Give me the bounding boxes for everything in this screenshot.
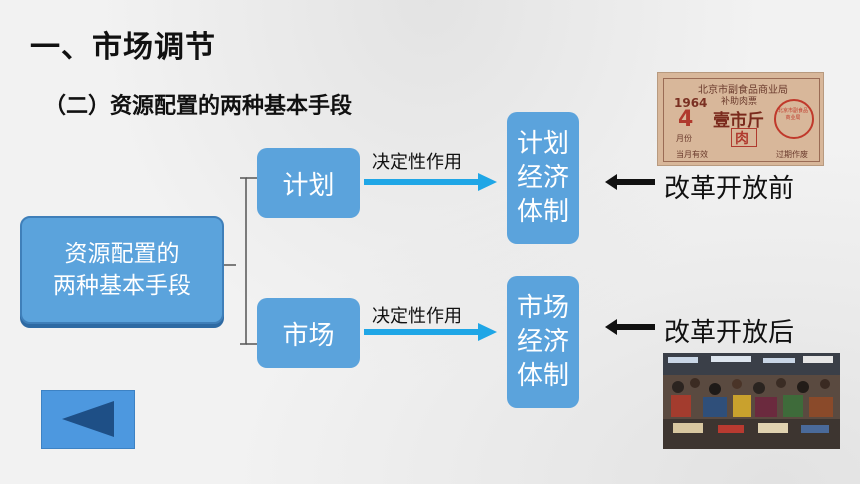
ticket-name: 补助肉票 — [721, 97, 758, 107]
node-planned-economy-label: 计划 经济 体制 — [516, 129, 569, 227]
ticket-issuer: 北京市副食品商业局 — [698, 85, 788, 96]
ticket-footer-left: 当月有效 — [676, 150, 708, 159]
ticket-month-unit: 月份 — [676, 134, 692, 143]
node-market-economy: 市场 经济 体制 — [507, 276, 579, 408]
node-plan-label: 计划 — [282, 170, 335, 201]
ticket-footer-right: 过期作废 — [776, 150, 808, 159]
root-node-label: 资源配置的 两种基本手段 — [53, 241, 191, 299]
arrow-left-top — [605, 174, 655, 190]
arrow-label-bottom: 决定性作用 — [372, 306, 462, 327]
market-photo-art — [663, 353, 840, 449]
arrow-left-bottom — [605, 319, 655, 335]
ticket-item: 肉 — [735, 131, 749, 147]
ticket-item-box — [731, 128, 757, 147]
node-market-label: 市场 — [282, 320, 335, 351]
bracket-line — [221, 177, 247, 345]
triangle-left-icon — [62, 401, 114, 437]
arrow-top — [364, 173, 497, 191]
ticket-year: 1964 — [674, 96, 708, 110]
previous-slide-button[interactable] — [41, 390, 135, 449]
section-subtitle: （二）资源配置的两种基本手段 — [44, 94, 353, 119]
period-before-reform: 改革开放前 — [664, 174, 795, 204]
page-title: 一、市场调节 — [30, 30, 216, 65]
root-node: 资源配置的 两种基本手段 — [20, 216, 224, 324]
arrow-label-top: 决定性作用 — [372, 152, 462, 173]
ticket-stamp — [774, 99, 814, 139]
ticket-number: 4 — [678, 107, 694, 132]
period-after-reform: 改革开放后 — [664, 318, 795, 348]
ration-ticket-image: 北京市副食品商业局 补助肉票 1964 4 月份 壹市斤 肉 北京市副食品商业局… — [657, 72, 824, 166]
ticket-stamp-text: 北京市副食品商业局 — [777, 108, 808, 121]
ticket-amount: 壹市斤 — [713, 111, 764, 131]
node-market: 市场 — [257, 298, 360, 368]
ticket-frame — [663, 78, 820, 162]
node-market-economy-label: 市场 经济 体制 — [516, 293, 569, 391]
arrow-bottom — [364, 323, 497, 341]
market-photo — [663, 353, 840, 449]
node-plan: 计划 — [257, 148, 360, 218]
node-planned-economy: 计划 经济 体制 — [507, 112, 579, 244]
